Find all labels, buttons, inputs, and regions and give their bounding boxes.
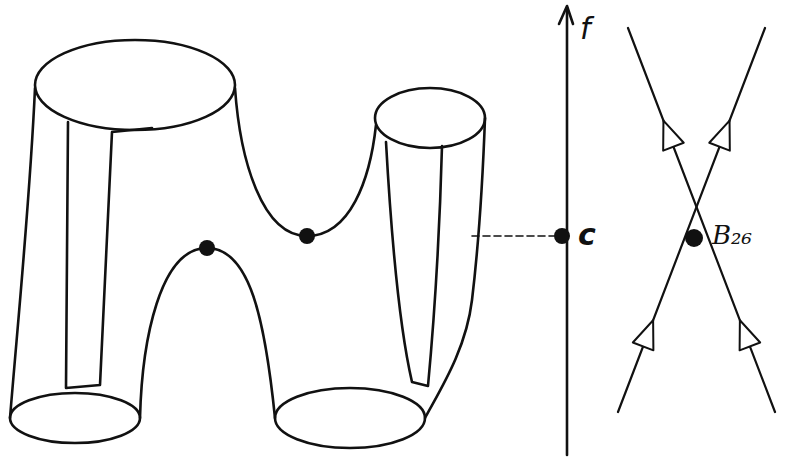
tube-line bbox=[386, 142, 442, 386]
graph-label: B₂₆ bbox=[712, 222, 752, 248]
surface-edge bbox=[140, 248, 275, 418]
boundary-circle bbox=[275, 388, 425, 448]
surface-edge bbox=[10, 88, 35, 418]
boundary-circle bbox=[375, 88, 485, 148]
boundary-circle bbox=[35, 40, 235, 130]
graph-vertex bbox=[685, 229, 703, 247]
flow-arrowhead bbox=[663, 121, 684, 151]
axis-arrowhead bbox=[559, 6, 573, 24]
axis-label: f bbox=[580, 14, 591, 44]
level-point bbox=[554, 228, 570, 244]
critical-point bbox=[299, 228, 315, 244]
level-line bbox=[472, 235, 554, 237]
critical-point bbox=[199, 240, 215, 256]
level-label: c bbox=[578, 220, 596, 250]
surface-edge bbox=[235, 88, 376, 236]
surface-edge bbox=[425, 118, 485, 418]
flow-arrowhead bbox=[633, 320, 654, 350]
graph-edge bbox=[628, 28, 775, 412]
tube-line bbox=[66, 122, 152, 388]
boundary-circle bbox=[10, 393, 140, 443]
graph-edge bbox=[618, 28, 765, 412]
flow-arrowhead bbox=[709, 121, 730, 151]
flow-arrowhead bbox=[740, 320, 761, 350]
